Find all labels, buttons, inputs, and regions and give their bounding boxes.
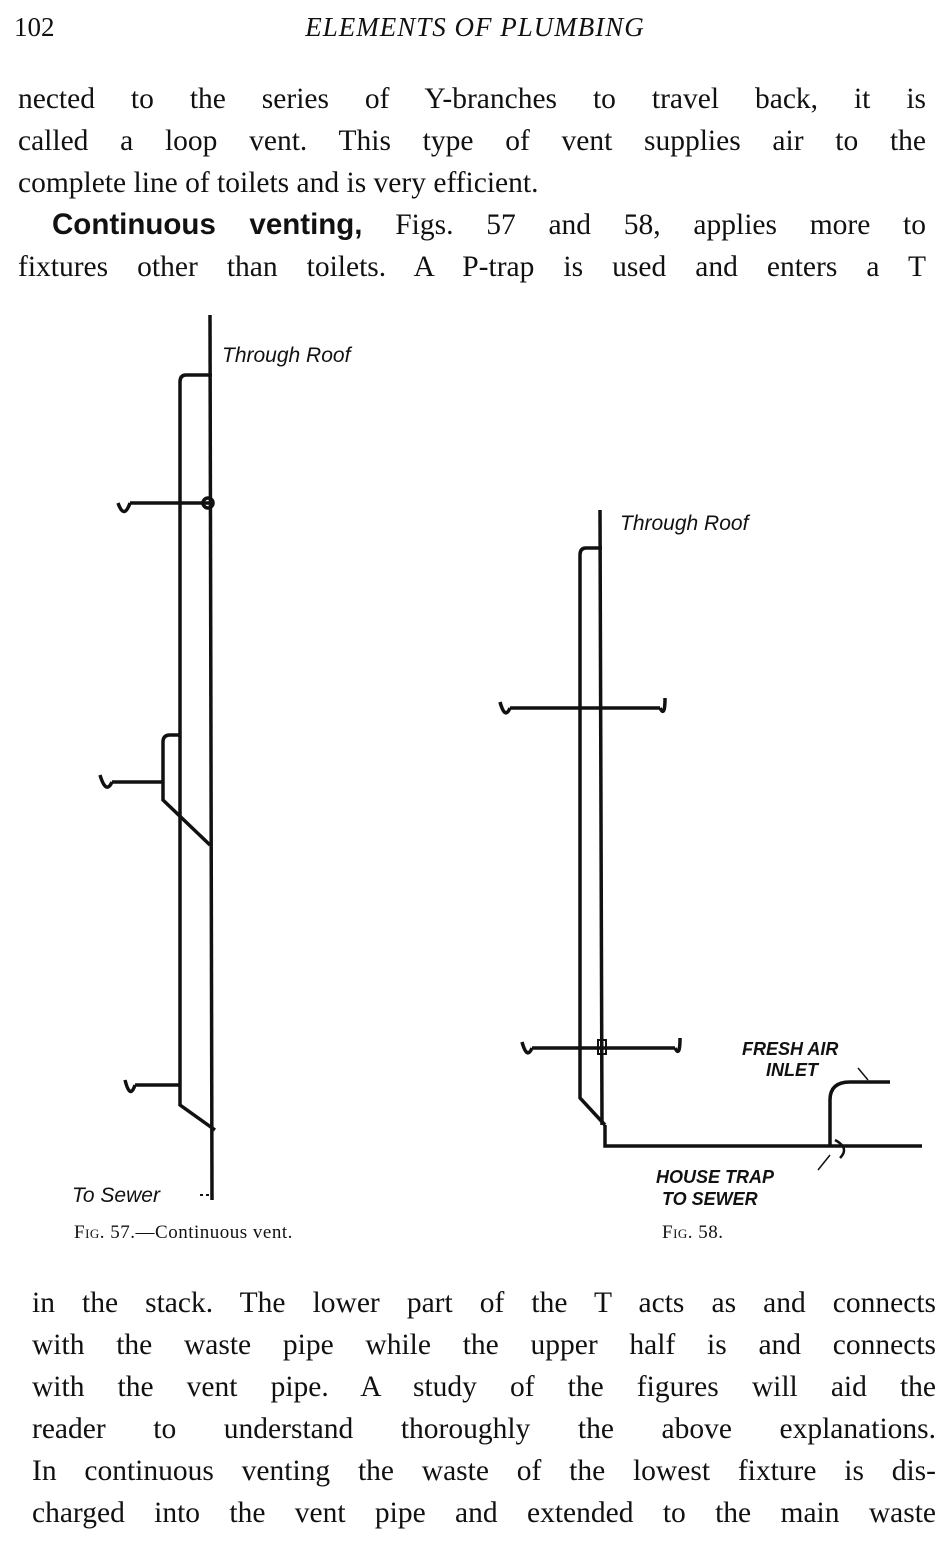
- text-line: reader to understand thoroughly the abov…: [32, 1413, 936, 1445]
- paragraph-lead: Continuous venting, Figs. 57 and 58, app…: [52, 208, 926, 242]
- text-line: complete line of toilets and is very eff…: [18, 167, 539, 199]
- fig58-label-fresh-air: FRESH AIR: [742, 1039, 838, 1059]
- caption-text: 58.: [693, 1222, 724, 1243]
- caption-text: 57.—Continuous vent.: [105, 1222, 293, 1243]
- fig58-label-roof: Through Roof: [620, 512, 751, 535]
- fig58-label-inlet: INLET: [766, 1060, 820, 1080]
- fig58-caption: Fig. 58.: [662, 1222, 724, 1244]
- section-term: Continuous venting,: [52, 208, 363, 241]
- fig58-label-to-sewer: TO SEWER: [662, 1189, 758, 1209]
- text-line: fixtures other than toilets. A P-trap is…: [18, 251, 926, 283]
- fig58-diagram: [498, 509, 922, 1171]
- text-line: in the stack. The lower part of the T ac…: [32, 1287, 936, 1319]
- fig57-caption: Fig. 57.—Continuous vent.: [74, 1222, 293, 1244]
- text-line: with the waste pipe while the upper half…: [32, 1329, 936, 1361]
- running-title: ELEMENTS OF PLUMBING: [305, 12, 645, 42]
- fig57-label-roof: Through Roof: [222, 344, 353, 367]
- text-line: with the vent pipe. A study of the figur…: [32, 1371, 936, 1403]
- fig-prefix: Fig.: [74, 1222, 106, 1243]
- fig58-label-house-trap: HOUSE TRAP: [656, 1167, 775, 1187]
- fig57-diagram: [98, 314, 217, 1201]
- text-line: charged into the vent pipe and extended …: [32, 1497, 936, 1529]
- text-line: In continuous venting the waste of the l…: [32, 1455, 936, 1487]
- fig-prefix: Fig.: [662, 1222, 694, 1243]
- text-line: called a loop vent. This type of vent su…: [18, 125, 926, 157]
- text-line: nected to the series of Y-branches to tr…: [18, 83, 926, 115]
- page-number: 102: [14, 12, 55, 42]
- text: Figs. 57 and 58, applies more to: [362, 209, 927, 241]
- fig57-label-sewer: To Sewer: [72, 1184, 161, 1207]
